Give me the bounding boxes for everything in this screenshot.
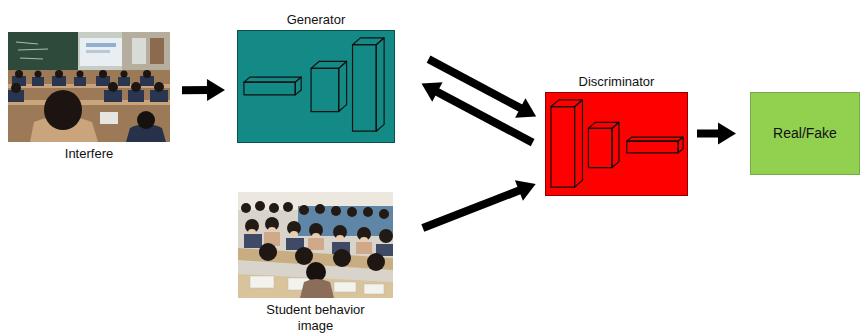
- photo-scene: [238, 192, 393, 298]
- node-label: Discriminator: [545, 74, 688, 90]
- arrow-connector: [697, 123, 736, 145]
- arrow-connector: [423, 180, 536, 228]
- input-image: Interfere: [8, 32, 170, 142]
- layer-blocks: [551, 100, 683, 187]
- arrow-connector: [182, 79, 225, 101]
- label-slot: Discriminator: [545, 74, 688, 90]
- label-slot: Student behavior image: [254, 302, 378, 333]
- discriminator-box: Discriminator: [545, 92, 688, 196]
- output-box: Real/Fake: [750, 92, 860, 175]
- node-label: Real/Fake: [773, 125, 837, 142]
- node-label: Student behavior image: [254, 302, 378, 333]
- label-slot: Real/Fake: [751, 93, 859, 174]
- arrow-head: [421, 82, 442, 101]
- arrow-shaft: [423, 189, 522, 228]
- real-image: Student behavior image: [238, 192, 393, 298]
- network-layers: [238, 31, 394, 142]
- classroom-photo: [238, 192, 393, 298]
- label-slot: Generator: [237, 12, 395, 28]
- arrow-head: [515, 180, 536, 200]
- arrow-connector: [429, 59, 537, 118]
- arrow-shaft: [435, 91, 533, 143]
- arrow-shaft: [429, 59, 523, 109]
- arrow-shaft: [182, 86, 210, 94]
- arrow-connector: [421, 82, 532, 142]
- node-label: Generator: [237, 12, 395, 28]
- generator-box: Generator: [237, 30, 395, 143]
- arrow-head: [207, 79, 225, 101]
- photo-scene: [8, 32, 170, 142]
- layer-blocks: [244, 38, 384, 131]
- classroom-photo: [8, 32, 170, 142]
- arrow-head: [718, 123, 736, 145]
- label-slot: Interfere: [8, 146, 170, 162]
- node-label: Interfere: [8, 146, 170, 162]
- network-layers: [546, 93, 687, 195]
- arrow-head: [515, 98, 536, 117]
- arrow-shaft: [697, 130, 721, 138]
